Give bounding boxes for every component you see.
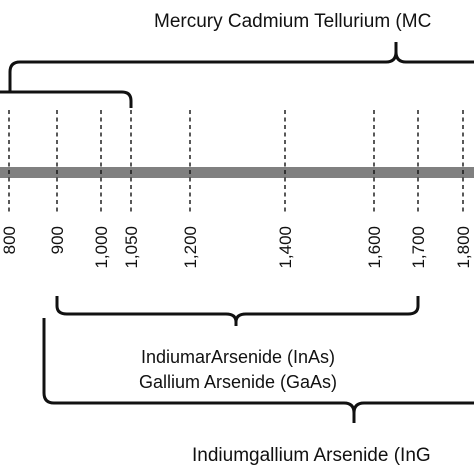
- wavelength-ticks: 800 900 1,000 1,050 1,200 1,400 1,600 1,700 1,80…: [0, 110, 473, 269]
- inas-label: IndiumarArsenide (InAs): [141, 347, 335, 367]
- ingaas-label: Indiumgallium Arsenide (InG: [192, 445, 431, 466]
- tick-label-1050: 1,050: [122, 226, 141, 269]
- tick-label-800: 800: [0, 226, 19, 254]
- mct-brace: [8, 42, 474, 92]
- ingaas-brace: [42, 318, 474, 423]
- tick-label-1700: 1,700: [409, 226, 428, 269]
- tick-label-900: 900: [48, 226, 67, 254]
- inas-gaas-brace: [55, 296, 420, 326]
- tick-label-1000: 1,000: [92, 226, 111, 269]
- gaas-label: Gallium Arsenide (GaAs): [139, 372, 337, 392]
- spectrum-band: [0, 167, 474, 178]
- tick-label-1800: 1,800: [454, 226, 473, 269]
- tick-label-1600: 1,600: [365, 226, 384, 269]
- tick-label-1200: 1,200: [181, 226, 200, 269]
- mct-label: Mercury Cadmium Tellurium (MC: [154, 11, 431, 32]
- short-range-brace: [0, 90, 133, 108]
- tick-label-1400: 1,400: [276, 226, 295, 269]
